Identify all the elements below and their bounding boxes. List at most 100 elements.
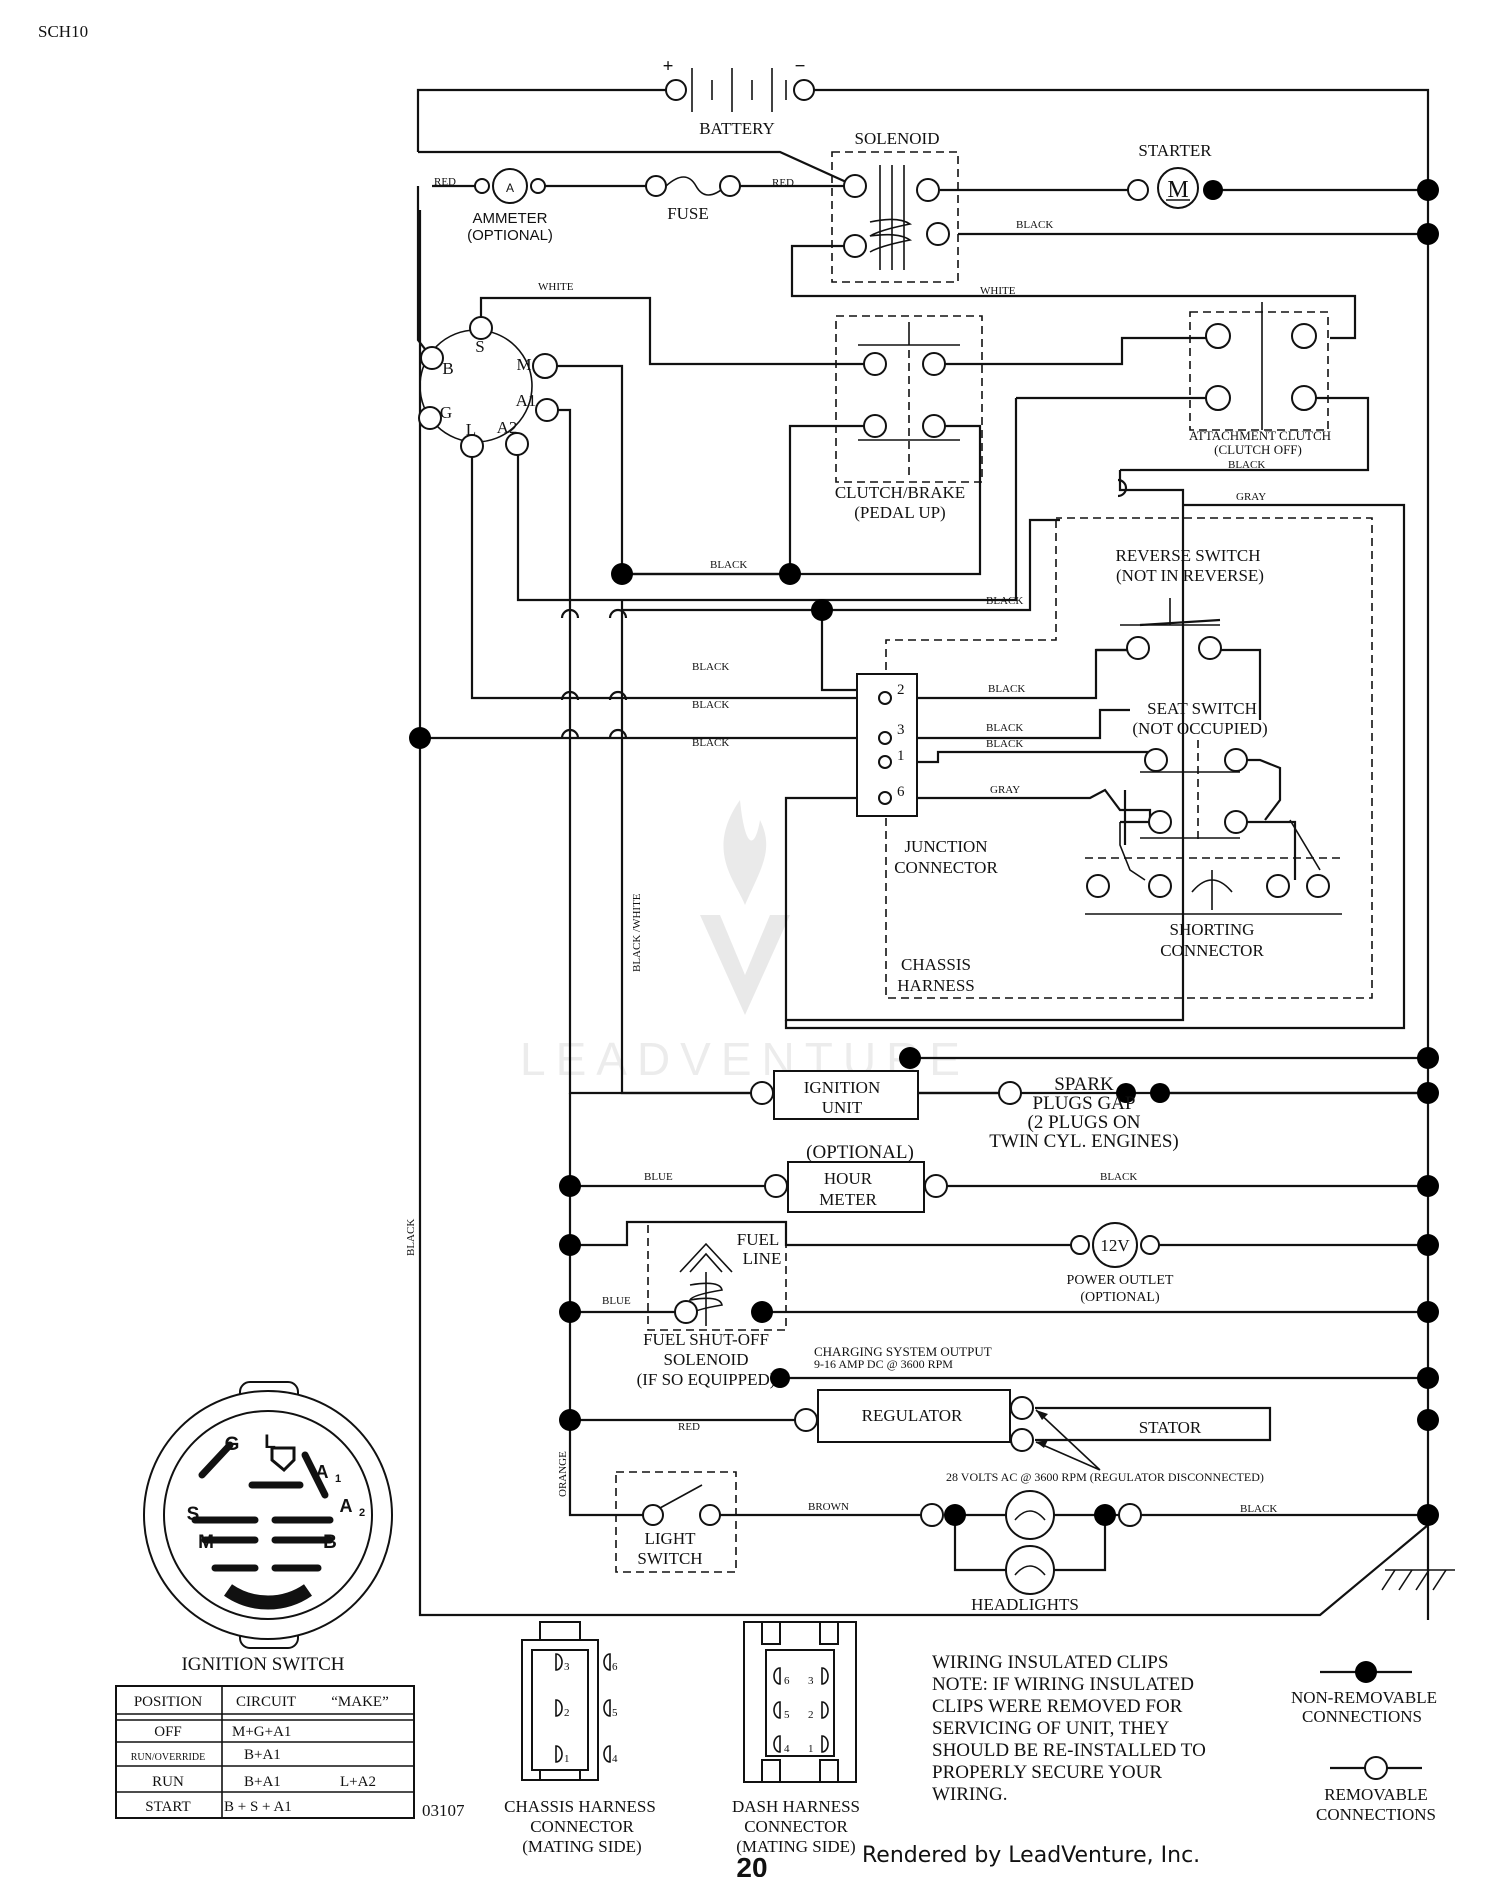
wire-crossings	[560, 478, 1128, 739]
table-header-circuit: CIRCUIT	[236, 1694, 296, 1710]
wire-blue-1: BLUE	[644, 1171, 673, 1183]
wire-brown: BROWN	[808, 1501, 849, 1513]
shorting-sub: CONNECTOR	[1160, 941, 1264, 960]
junction-pin-3: 3	[897, 722, 905, 738]
table-header-position: POSITION	[134, 1694, 203, 1710]
clutch-brake-label: CLUTCH/BRAKE	[835, 483, 965, 502]
ignition-unit: IGNITION UNIT SPARK PLUGS GAP (2 PLUGS O…	[750, 1070, 1179, 1152]
table-row-1-circuit: B+A1	[244, 1747, 281, 1763]
watermark: LEADVENTURE	[520, 800, 960, 1085]
hour-meter: (OPTIONAL) HOUR METER	[764, 1142, 948, 1213]
wire-black-white: BLACK /WHITE	[631, 893, 643, 972]
chassis-harness-label: CHASSIS	[901, 955, 971, 974]
table-header-make: “MAKE”	[331, 1694, 388, 1710]
dash-pin-4: 4	[784, 1743, 790, 1755]
wire-black-j1: BLACK	[986, 738, 1023, 750]
wire-black-c: BLACK	[692, 737, 729, 749]
table-row-2-position: RUN	[152, 1774, 184, 1790]
table-row-2-make: L+A2	[340, 1774, 376, 1790]
junction-pin-2: 2	[897, 682, 905, 698]
dash-pin-1: 1	[808, 1743, 814, 1755]
light-switch-label: LIGHT	[645, 1529, 697, 1548]
chassis-pin-6: 6	[612, 1661, 618, 1673]
ammeter-label: AMMETER	[473, 210, 548, 227]
drawing-number: 03107	[422, 1801, 465, 1820]
stator-ac: 28 VOLTS AC @ 3600 RPM (REGULATOR DISCON…	[946, 1470, 1264, 1484]
ignition-unit-sub: UNIT	[822, 1098, 863, 1117]
legend: NON-REMOVABLE CONNECTIONS REMOVABLE CONN…	[1291, 1661, 1437, 1824]
junction-label: JUNCTION	[904, 837, 987, 856]
wiring-note: WIRING INSULATED CLIPS NOTE: IF WIRING I…	[932, 1652, 1206, 1805]
legend-non-removable-sub: CONNECTIONS	[1302, 1707, 1422, 1726]
power-outlet-label: POWER OUTLET	[1067, 1273, 1174, 1288]
ign-term-A2: A2	[497, 418, 518, 437]
seat-switch: SEAT SWITCH (NOT OCCUPIED)	[1132, 699, 1268, 842]
switch-face-A1: A	[316, 1462, 329, 1482]
headlights-label: HEADLIGHTS	[971, 1595, 1079, 1614]
note-line-2: NOTE: IF WIRING INSULATED	[932, 1674, 1194, 1695]
shorting-label: SHORTING	[1170, 920, 1255, 939]
chassis-harness-connector: 3 6 2 5 1 4 CHASSIS HARNESS CONNECTOR (M…	[504, 1621, 656, 1856]
table-row-3-position: START	[145, 1799, 190, 1815]
junction-pin-6: 6	[897, 784, 905, 800]
seat-switch-sub: (NOT OCCUPIED)	[1132, 719, 1267, 738]
charging-rating: 9-16 AMP DC @ 3600 RPM	[814, 1357, 953, 1371]
wire-black-a: BLACK	[692, 661, 729, 673]
switch-face-L: L	[264, 1432, 276, 1453]
page-number: 20	[736, 1852, 767, 1877]
table-row-3-circuit: B + S + A1	[224, 1799, 292, 1815]
chassis-harness-sub: HARNESS	[897, 976, 974, 995]
ammeter-optional: (OPTIONAL)	[467, 227, 553, 244]
spark-twin: TWIN CYL. ENGINES)	[989, 1131, 1178, 1152]
wire-red-3: RED	[678, 1421, 700, 1433]
solenoid: SOLENOID	[831, 129, 959, 283]
chassis-pin-3: 3	[564, 1661, 570, 1673]
regulator: CHARGING SYSTEM OUTPUT 9-16 AMP DC @ 360…	[770, 1344, 1264, 1484]
dash-conn-sub: CONNECTOR	[744, 1817, 848, 1836]
dash-pin-5: 5	[784, 1709, 790, 1721]
table-row-1-position: RUN/OVERRIDE	[131, 1752, 205, 1763]
power-outlet: 12V POWER OUTLET (OPTIONAL)	[1067, 1222, 1174, 1305]
wire-black-starter: BLACK	[1016, 219, 1053, 231]
junction-pin-1: 1	[897, 748, 905, 764]
note-line-1: WIRING INSULATED CLIPS	[932, 1652, 1168, 1673]
stator-label: STATOR	[1139, 1418, 1202, 1437]
switch-face-A2-sub: 2	[359, 1507, 365, 1519]
legend-non-removable: NON-REMOVABLE	[1291, 1688, 1437, 1707]
wire-red-2: RED	[772, 177, 794, 189]
chassis-pin-1: 1	[564, 1753, 570, 1765]
ign-term-S: S	[475, 337, 484, 356]
power-outlet-symbol: 12V	[1100, 1236, 1130, 1255]
clutch-brake-switch: CLUTCH/BRAKE (PEDAL UP)	[835, 315, 983, 522]
hour-meter-optional: (OPTIONAL)	[806, 1142, 914, 1163]
wire-red-1: RED	[434, 176, 456, 188]
chassis-pin-2: 2	[564, 1707, 570, 1719]
charging-output: CHARGING SYSTEM OUTPUT	[814, 1344, 992, 1359]
junction-sub: CONNECTOR	[894, 858, 998, 877]
light-switch: LIGHT SWITCH	[615, 1471, 737, 1573]
wire-black-headlight: BLACK	[1240, 1503, 1277, 1515]
attachment-clutch-switch: ATTACHMENT CLUTCH (CLUTCH OFF)	[1189, 302, 1331, 457]
reverse-switch-sub: (NOT IN REVERSE)	[1116, 566, 1264, 585]
ignition-unit-label: IGNITION	[804, 1078, 880, 1097]
chassis-pin-5: 5	[612, 1707, 618, 1719]
spark-gap: PLUGS GAP	[1033, 1093, 1136, 1114]
ignition-switch-face: G L A 1 A 2 S M B IGNITION SWITCH	[143, 1381, 393, 1675]
chassis-conn-label: CHASSIS HARNESS	[504, 1797, 656, 1816]
solenoid-label: SOLENOID	[855, 129, 940, 148]
switch-face-B: B	[323, 1532, 337, 1553]
note-line-6: PROPERLY SECURE YOUR	[932, 1762, 1162, 1783]
junction-connector: 2 3 1 6 JUNCTION CONNECTOR	[856, 673, 998, 877]
regulator-label: REGULATOR	[862, 1406, 963, 1425]
light-switch-sub: SWITCH	[637, 1549, 702, 1568]
dash-conn-side: (MATING SIDE)	[736, 1837, 855, 1856]
spark-label: SPARK	[1054, 1074, 1114, 1095]
starter-symbol: M	[1167, 177, 1188, 203]
ign-term-A1: A1	[516, 391, 537, 410]
fuel-line-label: FUEL	[737, 1230, 780, 1249]
dash-harness-connector: 6 3 5 2 4 1 DASH HARNESS CONNECTOR (MATI…	[732, 1621, 860, 1856]
hour-meter-sub: METER	[819, 1190, 877, 1209]
clutch-brake-sub: (PEDAL UP)	[854, 503, 945, 522]
fuel-solenoid-sub: SOLENOID	[664, 1350, 749, 1369]
